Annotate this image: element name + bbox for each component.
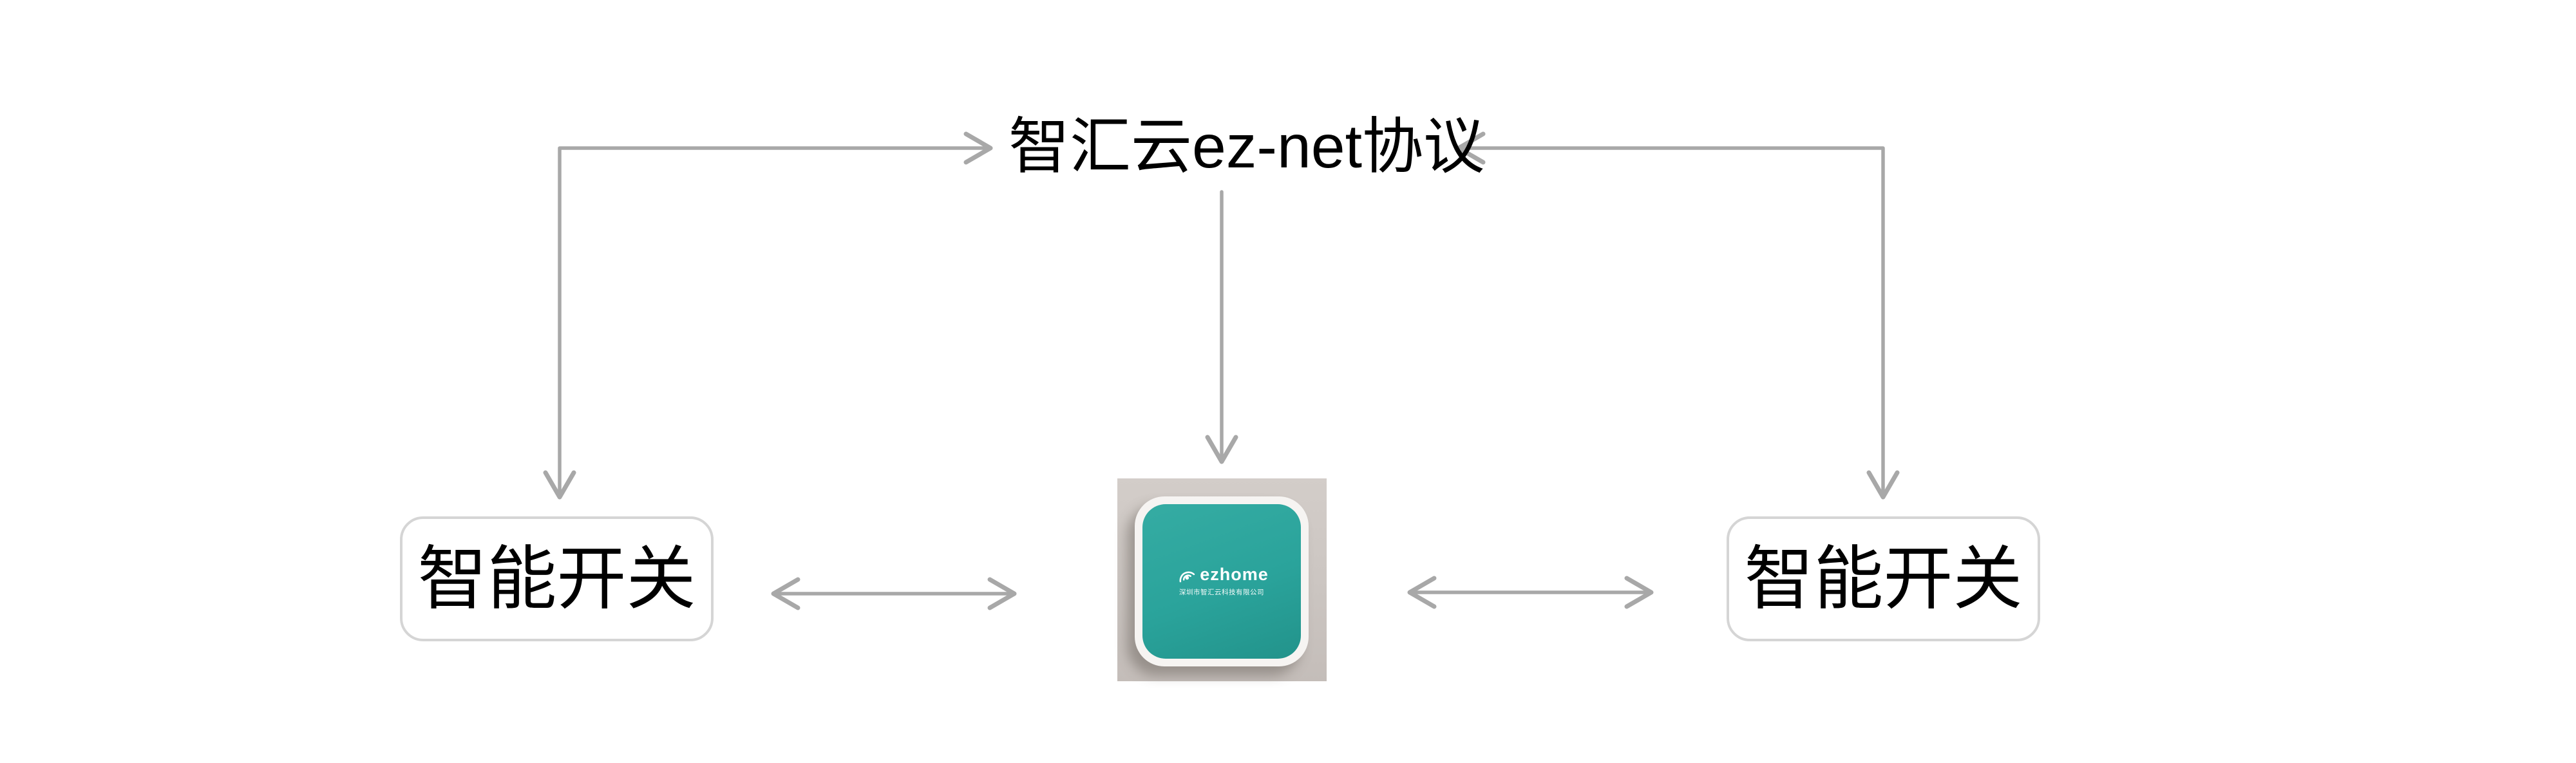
connector-right-double [1407, 576, 1654, 609]
gateway-device: ezhome 深圳市智汇云科技有限公司 [1135, 496, 1309, 666]
arrow-head-left [1407, 576, 1437, 609]
node-smart-switch-right: 智能开关 [1727, 516, 2040, 641]
arrow-shaft [1457, 146, 1885, 499]
arrow-head-left [771, 577, 800, 610]
arrow-head-right [987, 577, 1017, 610]
connector-left-elbow [543, 131, 993, 500]
connector-center-down [1205, 190, 1238, 464]
arrow-shaft [558, 146, 992, 499]
company-name: 深圳市智汇云科技有限公司 [1179, 589, 1264, 596]
brand-wordmark: ezhome [1200, 565, 1269, 584]
arrow-head-left [1456, 131, 1486, 165]
ezhome-logo-icon [1179, 571, 1195, 582]
brand-logo: ezhome [1175, 566, 1269, 583]
arrow-head-right [1624, 576, 1654, 609]
arrow-head-down [1205, 435, 1238, 464]
gateway-photo: ezhome 深圳市智汇云科技有限公司 [1117, 478, 1327, 681]
connector-right-elbow [1456, 131, 1900, 500]
arrow-head-right [963, 131, 993, 165]
arrow-head-down [543, 470, 576, 500]
smart-switch-left-label: 智能开关 [417, 540, 696, 617]
gateway-device-face: ezhome 深圳市智汇云科技有限公司 [1142, 504, 1301, 659]
arrow-head-down [1866, 470, 1900, 500]
node-smart-switch-left: 智能开关 [400, 516, 714, 641]
protocol-label: 智汇云ez-net协议 [1009, 113, 1485, 181]
connector-left-double [771, 577, 1017, 610]
smart-switch-right-label: 智能开关 [1744, 540, 2023, 617]
